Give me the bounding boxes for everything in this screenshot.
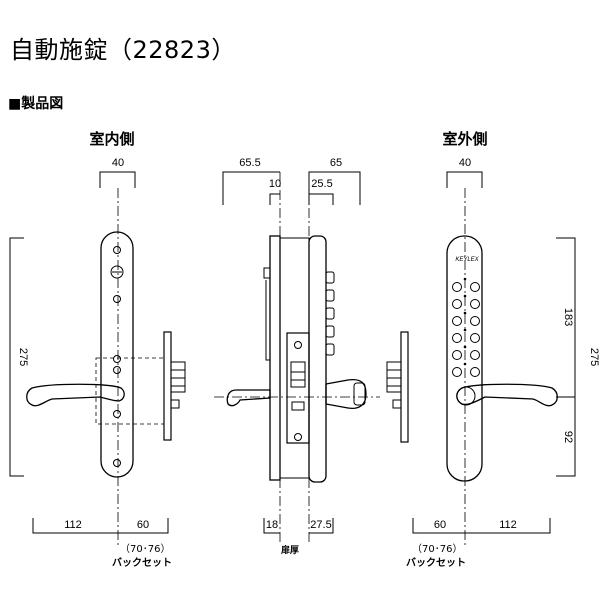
dim-side-left-inner: 10 [269, 178, 281, 190]
dim-outdoor-lever-length: 112 [499, 519, 517, 531]
note-door-thickness: 扉厚 [281, 546, 300, 556]
keypad-brand-logo: KEYLEX [455, 257, 479, 263]
section-heading: ■製品図 [8, 96, 64, 112]
dim-side-bottom-left: 18 [266, 519, 278, 531]
dim-side-bottom-right: 27.5 [310, 519, 331, 531]
dim-outdoor-lower-height: 92 [562, 431, 574, 443]
dim-outdoor-backset-span: 60 [434, 519, 446, 531]
dim-side-right-inner: 25.5 [311, 178, 332, 190]
indoor-view-label: 室内側 [89, 130, 135, 148]
indoor-view: 40 275 112 60 [9, 157, 186, 545]
dim-side-left-projection: 65.5 [239, 157, 260, 169]
note-backset-indoor: バックセット [112, 558, 172, 569]
dim-outdoor-plate-width: 40 [459, 157, 471, 169]
dim-outdoor-height: 275 [588, 348, 600, 366]
page-title: 自動施錠（22823） [10, 36, 236, 64]
dim-outdoor-upper-height: 183 [562, 308, 574, 326]
dim-indoor-plate-width: 40 [112, 157, 124, 169]
outdoor-view: 40 KEYLEX [386, 157, 600, 545]
note-backset-range-indoor: （70･76） [120, 544, 171, 555]
dim-indoor-backset-span: 60 [137, 519, 149, 531]
dim-side-right-projection: 65 [330, 157, 342, 169]
indoor-lever-handle [26, 383, 125, 407]
outdoor-keypad-plate [446, 235, 483, 482]
side-view: 65.5 10 65 25.5 [214, 157, 380, 545]
note-backset-range-outdoor: （70･76） [412, 544, 463, 555]
dim-indoor-height: 275 [17, 348, 29, 366]
note-backset-outdoor: バックセット [406, 558, 466, 569]
dim-indoor-lever-length: 112 [64, 519, 82, 531]
indoor-escutcheon-plate [100, 231, 134, 478]
outdoor-view-label: 室外側 [442, 130, 488, 148]
